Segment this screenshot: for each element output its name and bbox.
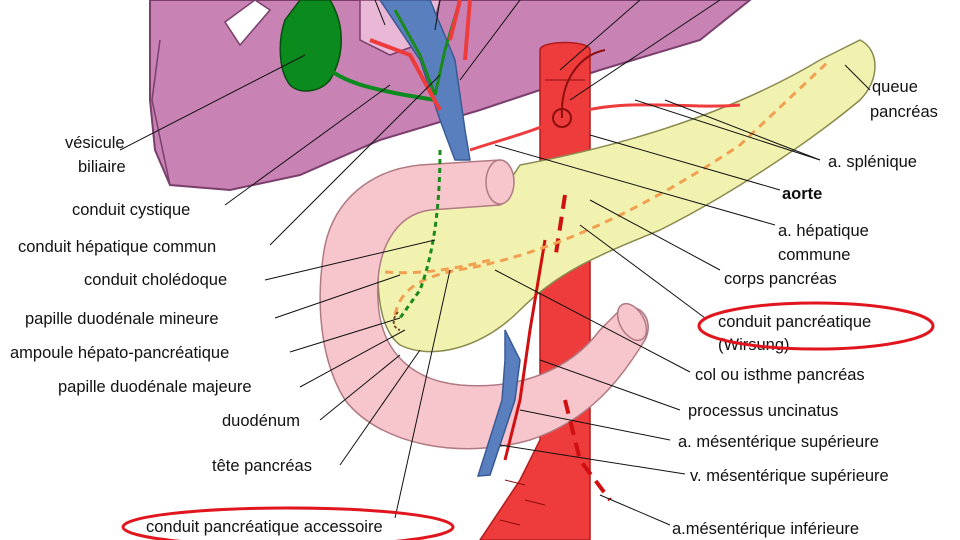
ima [563,399,612,502]
label-papille-mineure: papille duodénale mineure [25,310,219,328]
leader-a-mes-sup [519,409,671,441]
leader-a-mes-inf [599,494,671,526]
liver-fold [151,39,171,186]
leader-cystique [224,84,391,206]
leader-corps [589,199,721,271]
leader-liver-top1 [374,0,386,26]
highlight-wirsung [697,301,935,351]
leader-liver-top3 [459,0,521,81]
liver-ligament [223,0,272,47]
leader-aorte [589,134,781,191]
leader-liver-top4 [559,0,641,71]
smv [476,329,521,477]
label-corps-pancreas: corps pancréas [724,270,837,288]
label-queue-2: pancréas [870,103,938,121]
leader-splenique [634,99,821,161]
label-vesicule-2: biliaire [78,158,126,176]
gallbladder [279,0,342,92]
leader-processus [539,359,681,411]
label-processus: processus uncinatus [688,402,838,420]
label-ampoule: ampoule hépato-pancréatique [10,344,229,362]
leader-liver-top2 [434,0,441,31]
leader-ampoule [289,317,401,353]
label-a-hepatique-2: commune [778,246,850,264]
label-aorte: aorte [782,185,822,203]
leader-tete [339,349,421,466]
label-conduit-accessoire: conduit pancréatique accessoire [146,518,383,536]
label-conduit-cystique: conduit cystique [72,201,190,219]
label-a-splenique: a. splénique [828,153,917,171]
label-vesicule-1: vésicule [65,134,125,152]
label-tete-pancreas: tête pancréas [212,457,312,475]
portal-vein [379,0,471,161]
highlight-accessoire [121,506,455,540]
hepatic-arteries-red [369,0,472,111]
label-duodenum: duodénum [222,412,300,430]
leader-hepatique [494,144,776,226]
leader-wirsung [579,224,706,319]
leader-v-mes-sup [499,444,686,475]
label-queue-1: queue [872,78,918,96]
leader-choledoque [264,239,436,281]
common-bile-duct [398,149,442,319]
label-a-mes-inf: a.mésentérique inférieure [672,520,859,538]
label-v-mes-sup: v. mésentérique supérieure [690,467,889,485]
leader-col [494,269,691,373]
leader-liver-top5 [569,0,721,101]
label-papille-majeure: papille duodénale majeure [58,378,252,396]
left-gastric-artery [560,49,606,119]
leader-vesicule [119,54,306,151]
leader-queue [844,64,871,91]
leader-papille-mineure [274,274,401,319]
label-conduit-choledoque: conduit cholédoque [84,271,227,289]
main-pancreatic-duct [393,58,832,316]
sma-line [503,239,547,461]
cystic-duct-green [328,68,436,102]
label-a-mes-sup: a. mésentérique supérieure [678,433,879,451]
leader-splenique-2 [664,99,821,161]
duodenum-cut-end [616,302,648,342]
label-col: col ou isthme pancréas [695,366,865,384]
duodenum-cut-top [485,159,515,205]
leader-accessoire [394,269,451,519]
leader-papille-majeure [299,329,406,388]
sma-dashes [553,194,567,261]
label-wirsung-1: conduit pancréatique [718,313,871,331]
ampulla-mark [392,311,401,331]
label-conduit-hepatique-commun: conduit hépatique commun [18,238,216,256]
label-a-hepatique-1: a. hépatique [778,222,869,240]
leader-hep-commun [269,74,441,246]
leader-duodenum [319,354,401,421]
